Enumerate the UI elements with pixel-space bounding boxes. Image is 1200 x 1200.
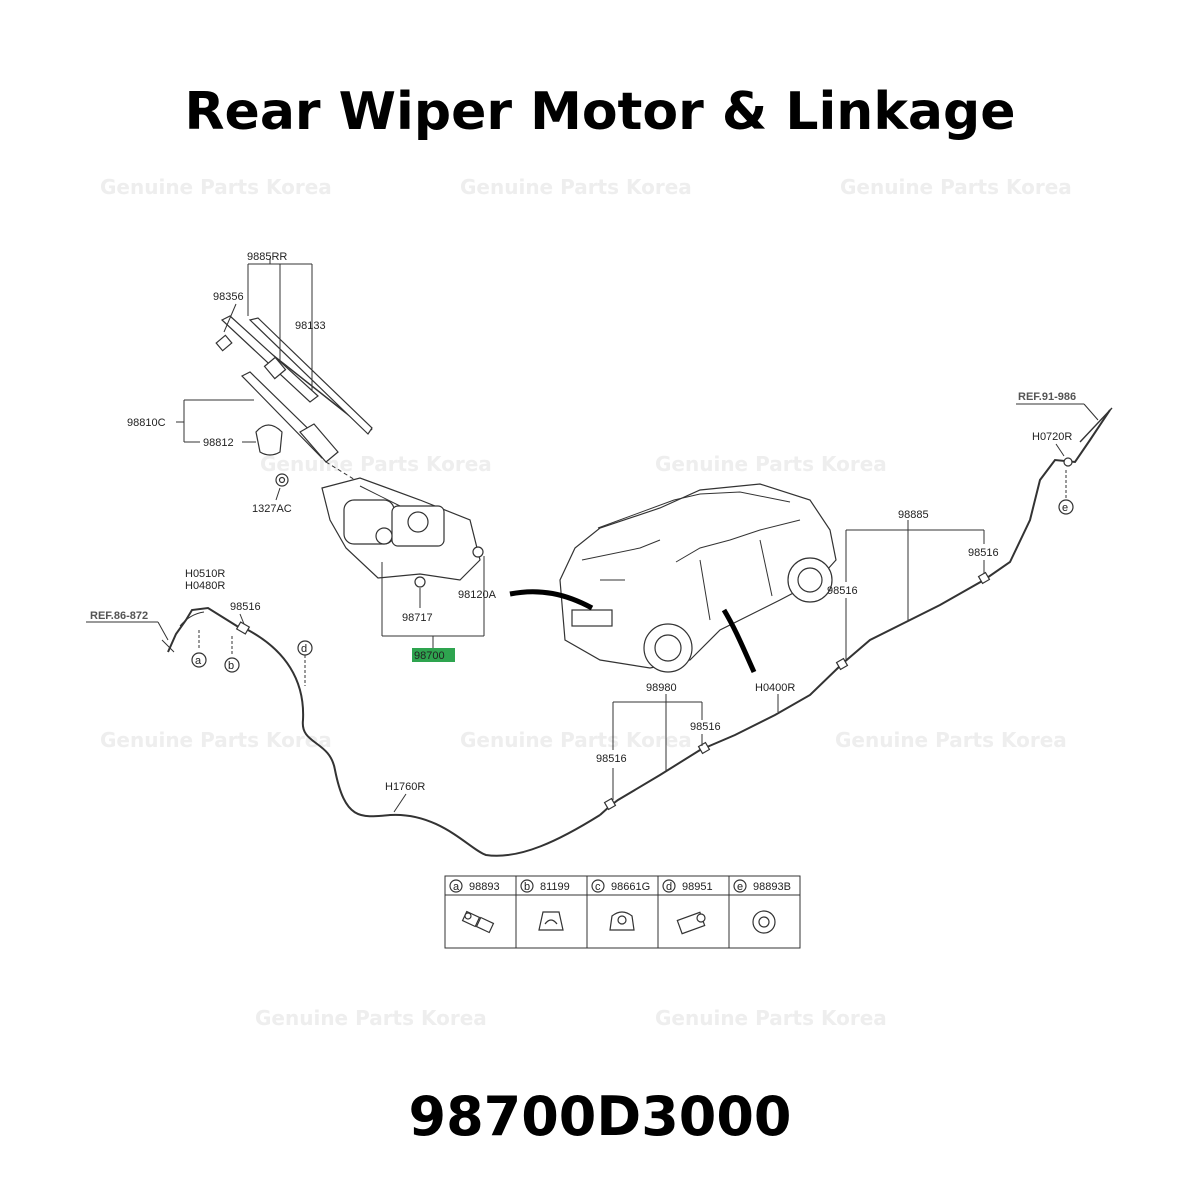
page-title: Rear Wiper Motor & Linkage — [184, 82, 1016, 142]
legend-part-number: 98951 — [682, 881, 713, 893]
grommet-icon — [752, 910, 776, 934]
wiper-motor-drawing — [321, 477, 484, 588]
legend-letter: a — [453, 881, 460, 893]
watermark: Genuine Parts Korea — [655, 452, 887, 476]
callout-e: e — [1058, 499, 1074, 515]
watermark: Genuine Parts Korea — [840, 175, 1072, 199]
label-H0480R: H0480R — [185, 580, 225, 592]
label-1327AC: 1327AC — [252, 503, 292, 515]
legend-cell-e: e 98893B — [733, 879, 791, 934]
label-98810C: 98810C — [127, 417, 166, 429]
legend-part-number: 98893B — [753, 881, 791, 893]
legend-cell-d: d 98951 — [662, 879, 713, 935]
legend-letter: c — [595, 881, 601, 893]
watermark: Genuine Parts Korea — [655, 1006, 887, 1030]
callout-b: b — [224, 657, 240, 673]
watermark: Genuine Parts Korea — [460, 728, 692, 752]
label-98980: 98980 — [646, 682, 677, 694]
label-H0510R: H0510R — [185, 568, 225, 580]
legend-letter-circle — [449, 879, 463, 893]
label-ref-86-872: REF.86-872 — [90, 610, 148, 622]
clip-icon — [609, 911, 635, 931]
leader-lines — [86, 258, 1099, 813]
label-H0400R: H0400R — [755, 682, 795, 694]
watermark: Genuine Parts Korea — [460, 175, 692, 199]
connector-icon — [676, 911, 706, 935]
svg-text:a: a — [195, 655, 202, 667]
label-98133: 98133 — [295, 320, 326, 332]
label-98516-left: 98516 — [230, 601, 261, 613]
legend-cell-b: b 81199 — [520, 879, 570, 931]
svg-text:b: b — [228, 660, 234, 672]
watermark: Genuine Parts Korea — [835, 728, 1067, 752]
clip-icon — [538, 911, 564, 931]
watermark: Genuine Parts Korea — [100, 175, 332, 199]
svg-text:e: e — [1062, 502, 1068, 514]
legend-letter: d — [666, 881, 672, 893]
svg-text:d: d — [301, 643, 307, 655]
part-number: 98700D3000 — [408, 1085, 792, 1148]
label-98516-right-b: 98516 — [968, 547, 999, 559]
label-98516-right-a: 98516 — [827, 585, 858, 597]
label-98812: 98812 — [203, 437, 234, 449]
legend-letter-circle — [591, 879, 605, 893]
legend-cell-a: a 98893 — [449, 879, 500, 934]
clip-icon — [461, 910, 495, 934]
hose-h0400r — [599, 409, 1111, 816]
legend-letter-circle — [662, 879, 676, 893]
label-98516-mid-b: 98516 — [690, 721, 721, 733]
label-ref-91-986: REF.91-986 — [1018, 391, 1076, 403]
label-H1760R: H1760R — [385, 781, 425, 793]
label-98700: 98700 — [414, 650, 445, 662]
callout-d: d — [297, 640, 313, 656]
label-98717: 98717 — [402, 612, 433, 624]
label-H0720R: H0720R — [1032, 431, 1072, 443]
legend-part-number: 81199 — [540, 881, 570, 893]
label-98516-mid-a: 98516 — [596, 753, 627, 765]
legend-table — [444, 875, 801, 949]
legend-letter: e — [737, 881, 743, 893]
legend-letter: b — [524, 881, 530, 893]
label-9885RR: 9885RR — [247, 251, 287, 263]
label-98700-highlight — [412, 648, 455, 662]
watermark: Genuine Parts Korea — [255, 1006, 487, 1030]
label-98885: 98885 — [898, 509, 929, 521]
label-98120A: 98120A — [458, 589, 497, 601]
legend-part-number: 98661G — [611, 881, 650, 893]
left-hose-fittings — [161, 606, 251, 656]
hose-h1760r — [247, 629, 601, 857]
callout-a: a — [191, 652, 207, 668]
legend-letter-circle — [520, 879, 534, 893]
label-98356: 98356 — [213, 291, 244, 303]
legend-letter-circle — [733, 879, 747, 893]
watermark: Genuine Parts Korea — [100, 728, 332, 752]
legend-part-number: 98893 — [469, 881, 500, 893]
vehicle-drawing — [559, 483, 837, 673]
watermark: Genuine Parts Korea — [260, 452, 492, 476]
legend-cell-c: c 98661G — [591, 879, 650, 931]
